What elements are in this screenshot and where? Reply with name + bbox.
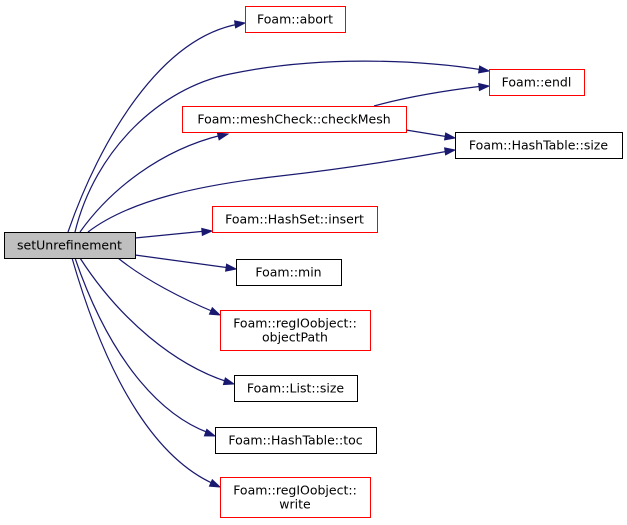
arrowhead-icon [478, 82, 491, 92]
node-label: write [279, 497, 311, 512]
node-list-size[interactable]: Foam::List::size [234, 375, 358, 402]
node-min[interactable]: Foam::min [236, 259, 342, 286]
edge-root-to-toc [74, 257, 217, 437]
node-label: setUnrefinement [17, 238, 122, 253]
node-label: Foam::regIOobject:: [233, 316, 357, 331]
node-label: Foam::meshCheck::checkMesh [197, 112, 390, 127]
edge-line [117, 257, 215, 313]
edge-root-to-endl [74, 60, 491, 233]
edge-root-to-hashset-insert [134, 227, 214, 239]
edge-root-to-write [71, 257, 222, 488]
edge-checkMesh-to-hashtable-size [405, 129, 457, 141]
node-box [182, 106, 407, 133]
node-endl[interactable]: Foam::endl [489, 69, 585, 96]
arrowhead-icon [208, 306, 222, 316]
arrowhead-icon [201, 227, 214, 237]
node-label: Foam::abort [257, 12, 333, 27]
arrowhead-icon [225, 263, 238, 272]
arrowhead-icon [444, 147, 457, 156]
node-box [212, 206, 378, 233]
node-hashtable-size[interactable]: Foam::HashTable::size [455, 132, 623, 159]
edge-line [79, 134, 223, 233]
edge-checkMesh-to-endl [373, 82, 491, 107]
edge-line [134, 230, 207, 239]
node-write[interactable]: Foam::regIOobject::write [220, 477, 371, 518]
node-box [455, 132, 623, 159]
arrowhead-icon [208, 478, 222, 488]
node-box [220, 310, 371, 351]
node-box [215, 427, 377, 454]
edge-line [67, 23, 240, 233]
node-box [489, 69, 585, 96]
edge-root-to-min [134, 254, 238, 272]
node-box [234, 375, 358, 402]
arrowhead-icon [477, 65, 491, 74]
node-label: Foam::List::size [247, 381, 344, 396]
node-label: Foam::HashSet::insert [225, 212, 364, 227]
node-label: Foam::regIOobject:: [233, 483, 357, 498]
edge-line [373, 85, 484, 107]
edge-line [71, 257, 215, 485]
edge-root-to-hashtable-size [87, 147, 457, 233]
root-node[interactable]: setUnrefinement [4, 232, 136, 259]
node-box [245, 6, 346, 33]
node-label: Foam::HashTable::size [469, 138, 608, 153]
edge-root-to-abort [67, 20, 247, 233]
edge-root-to-checkMesh [79, 132, 230, 233]
node-label: Foam::endl [502, 75, 572, 90]
edge-root-to-objectPath [117, 257, 222, 316]
edge-line [405, 129, 450, 138]
edge-line [74, 257, 210, 434]
edge-line [134, 254, 231, 269]
node-label: objectPath [262, 330, 328, 345]
call-graph-edges [67, 20, 491, 488]
edge-root-to-list-size [79, 257, 236, 386]
node-abort[interactable]: Foam::abort [245, 6, 346, 33]
edge-line [74, 60, 484, 233]
arrowhead-icon [234, 20, 247, 29]
arrowhead-icon [222, 377, 236, 386]
arrowhead-icon [443, 132, 457, 141]
node-hashset-insert[interactable]: Foam::HashSet::insert [212, 206, 378, 233]
edge-line [79, 257, 229, 383]
node-objectPath[interactable]: Foam::regIOobject::objectPath [220, 310, 371, 351]
node-label: Foam::HashTable::toc [228, 433, 362, 448]
call-graph-nodes: setUnrefinement Foam::abortFoam::endlFoam… [4, 6, 623, 518]
arrowhead-icon [203, 428, 217, 437]
node-box [236, 259, 342, 286]
node-checkMesh[interactable]: Foam::meshCheck::checkMesh [182, 106, 407, 133]
node-toc[interactable]: Foam::HashTable::toc [215, 427, 377, 454]
node-box [4, 232, 136, 259]
node-label: Foam::min [255, 265, 321, 280]
arrowhead-icon [216, 132, 230, 141]
node-box [220, 477, 371, 518]
edge-line [87, 150, 450, 233]
